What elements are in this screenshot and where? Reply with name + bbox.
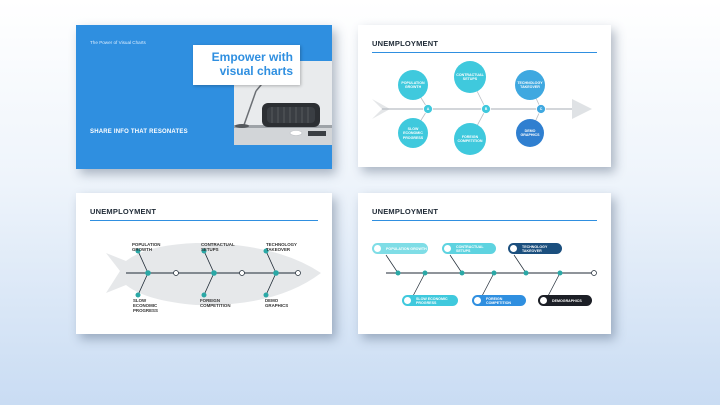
marker-label: C: [539, 107, 543, 111]
pill-dot: [374, 245, 381, 252]
marker-b: [481, 104, 491, 114]
node-label: TECHNOLOGY TAKEOVER: [517, 81, 543, 90]
slide3-title-rule: [90, 220, 318, 221]
pill-timeline-diagram: [385, 254, 597, 297]
node-population-growth: [398, 70, 428, 100]
pill-demographics: DEMOGRAPHICS: [538, 295, 592, 306]
headline-box: Empower with visual charts: [193, 45, 300, 85]
headline-line-2: visual charts: [219, 64, 293, 78]
slide-thumbnail-1[interactable]: The Power of Visual Charts Empower with …: [76, 25, 332, 169]
slide1-kicker: The Power of Visual Charts: [90, 40, 146, 45]
pill-dot: [474, 297, 481, 304]
slide4-title-rule: [372, 220, 597, 221]
cause-label: DEMO GRAPHICS: [265, 298, 289, 309]
fishbone-bubble-diagram: [372, 61, 592, 155]
pill-slow-economic-progress: SLOW ECONOMIC PROGRESS: [402, 295, 458, 306]
cause-label: TECHNOLOGY TAKEOVER: [266, 242, 297, 253]
pill-population-growth: POPULATION GROWTH: [372, 243, 428, 254]
marker-a: [423, 104, 433, 114]
node-slow-economic-progress: [398, 118, 428, 148]
slide-thumbnail-2[interactable]: UNEMPLOYMENT POPULATION GROWTH CONTRACTU…: [358, 25, 611, 167]
slide-thumbnail-3[interactable]: UNEMPLOYMENT POPULATION GROWTH CONTRACTU…: [76, 193, 332, 334]
marker-label: B: [484, 107, 488, 111]
node-contractual-setups: [454, 61, 486, 93]
slide3-title: UNEMPLOYMENT: [90, 207, 157, 216]
node-label: CONTRACTUAL SETUPS: [456, 73, 484, 82]
slide1-tagline: SHARE INFO THAT RESONATES: [90, 129, 188, 135]
marker-label: A: [426, 107, 430, 111]
node-demo-graphics: [516, 119, 544, 147]
fish-skeleton-diagram: [106, 243, 321, 306]
node-technology-takeover: [515, 70, 545, 100]
node-label: DEMO GRAPHICS: [520, 129, 540, 138]
pill-foreign-competition: FOREIGN COMPETITION: [472, 295, 526, 306]
pill-contractual-setups: CONTRACTUAL SETUPS: [442, 243, 496, 254]
slide4-title: UNEMPLOYMENT: [372, 207, 439, 216]
pill-dot: [404, 297, 411, 304]
marker-c: [536, 104, 546, 114]
slide2-title-rule: [372, 52, 597, 53]
pill-technology-takeover: TECHNOLOGY TAKEOVER: [508, 243, 562, 254]
cause-label: CONTRACTUAL SETUPS: [201, 242, 235, 253]
pill-dot: [540, 297, 547, 304]
pill-dot: [510, 245, 517, 252]
pill-dot: [444, 245, 451, 252]
cause-label: POPULATION GROWTH: [132, 242, 161, 253]
slide-thumbnail-4[interactable]: UNEMPLOYMENT POPULATION GROWTH CONTRACTU…: [358, 193, 611, 334]
cause-label: FOREIGN COMPETITION: [200, 298, 231, 309]
cause-label: SLOW ECONOMIC PROGRESS: [133, 298, 158, 314]
node-foreign-competition: [454, 123, 486, 155]
headline-line-1: Empower with: [211, 50, 293, 64]
slide2-title: UNEMPLOYMENT: [372, 39, 439, 48]
node-label: SLOW ECONOMIC PROGRESS: [402, 127, 424, 140]
node-label: POPULATION GROWTH: [401, 81, 425, 90]
node-label: FOREIGN COMPETITION: [457, 135, 483, 144]
